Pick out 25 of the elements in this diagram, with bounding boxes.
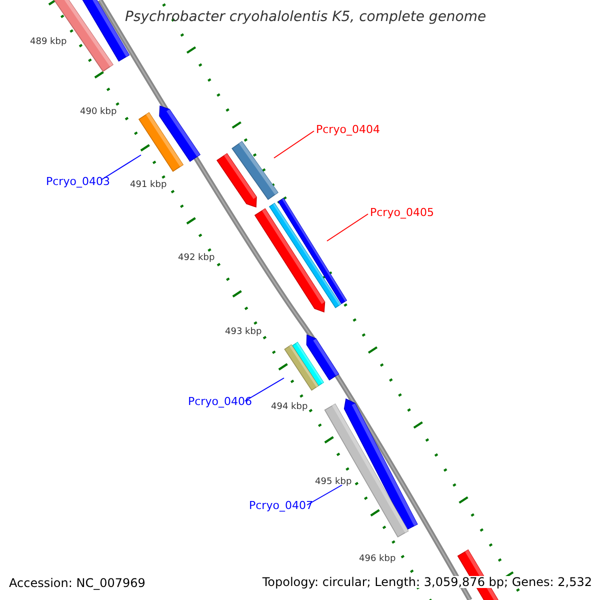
gene-label: Pcryo_0404 — [316, 124, 380, 135]
leader-line — [100, 154, 142, 180]
scale-label: 490 kbp — [80, 108, 117, 117]
gene-bar — [138, 112, 184, 172]
gene-label: Pcryo_0407 — [249, 500, 313, 511]
map-title: Psychrobacter cryohalolentis K5, complete genome — [125, 10, 486, 24]
leader-line — [306, 484, 342, 506]
gene-label: Pcryo_0406 — [188, 396, 252, 407]
genome-summary-text: Topology: circular; Length: 3,059,876 bp; Genes: 2,532 — [262, 576, 592, 588]
gene-bar — [278, 198, 348, 304]
scale-label: 496 kbp — [359, 555, 396, 564]
leader-line — [274, 130, 314, 158]
gene-label: Pcryo_0403 — [46, 176, 110, 187]
accession-text: Accession: NC_007969 — [9, 577, 146, 589]
scale-label: 495 kbp — [315, 478, 352, 487]
scale-label: 494 kbp — [271, 403, 308, 412]
gene-label: Pcryo_0405 — [370, 207, 434, 218]
leader-line — [244, 378, 284, 402]
leader-line — [326, 214, 368, 242]
scale-label: 493 kbp — [225, 328, 262, 337]
gene-bar — [232, 140, 278, 200]
scale-label: 492 kbp — [178, 254, 215, 263]
gene-bar — [284, 344, 319, 391]
scale-label: 491 kbp — [130, 181, 167, 190]
scale-label: 489 kbp — [30, 38, 67, 47]
